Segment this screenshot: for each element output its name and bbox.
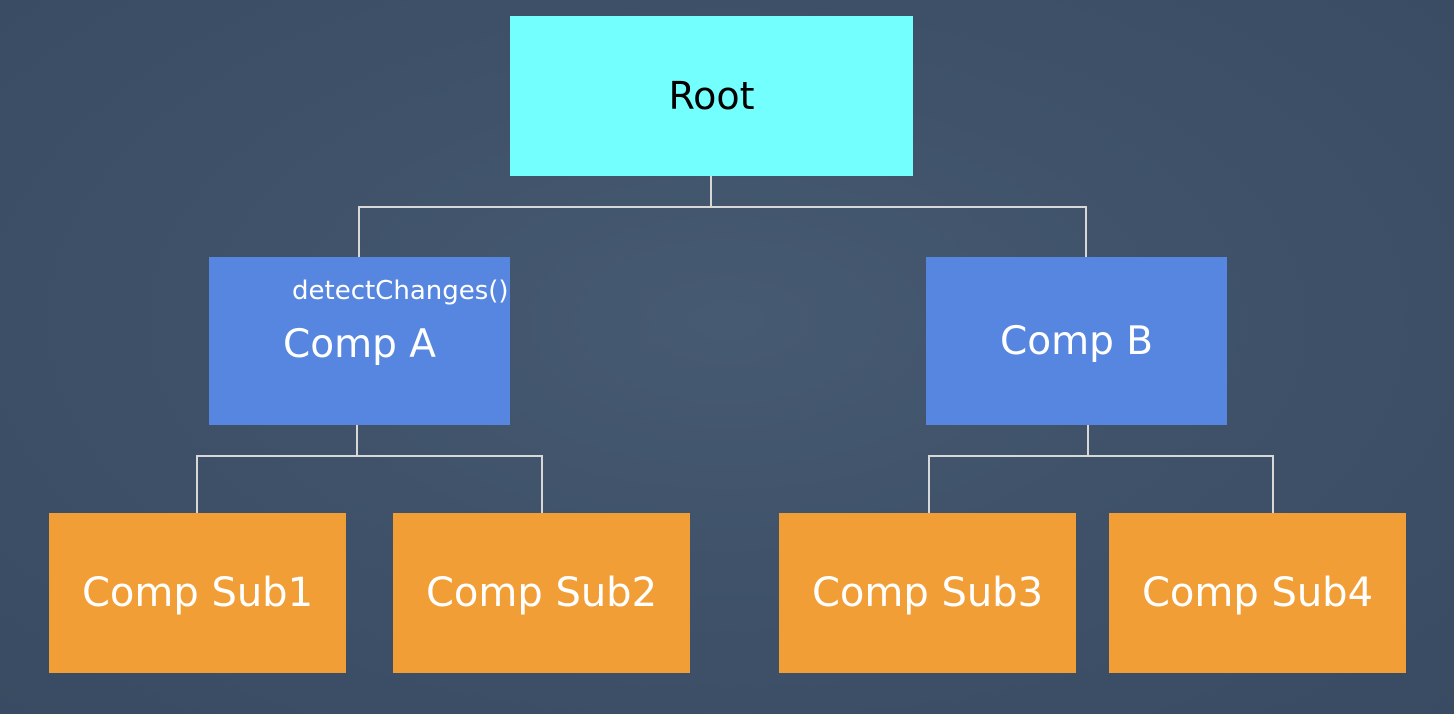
comp-sub4-label: Comp Sub4 (1141, 570, 1374, 616)
comp-b-label: Comp B (1000, 318, 1153, 364)
comp-sub2-node: Comp Sub2 (393, 513, 690, 673)
comp-b-node: Comp B (926, 257, 1227, 425)
comp-sub3-node: Comp Sub3 (779, 513, 1076, 673)
root-label: Root (668, 74, 755, 118)
comp-sub2-label: Comp Sub2 (425, 570, 658, 616)
comp-sub1-node: Comp Sub1 (49, 513, 346, 673)
root-node: Root (510, 16, 913, 176)
comp-sub1-label: Comp Sub1 (81, 570, 314, 616)
detect-changes-annotation: detectChanges() (292, 276, 509, 306)
comp-a-node: Comp A (209, 257, 510, 425)
comp-sub4-node: Comp Sub4 (1109, 513, 1406, 673)
comp-a-label: Comp A (283, 322, 436, 367)
comp-sub3-label: Comp Sub3 (811, 570, 1044, 616)
